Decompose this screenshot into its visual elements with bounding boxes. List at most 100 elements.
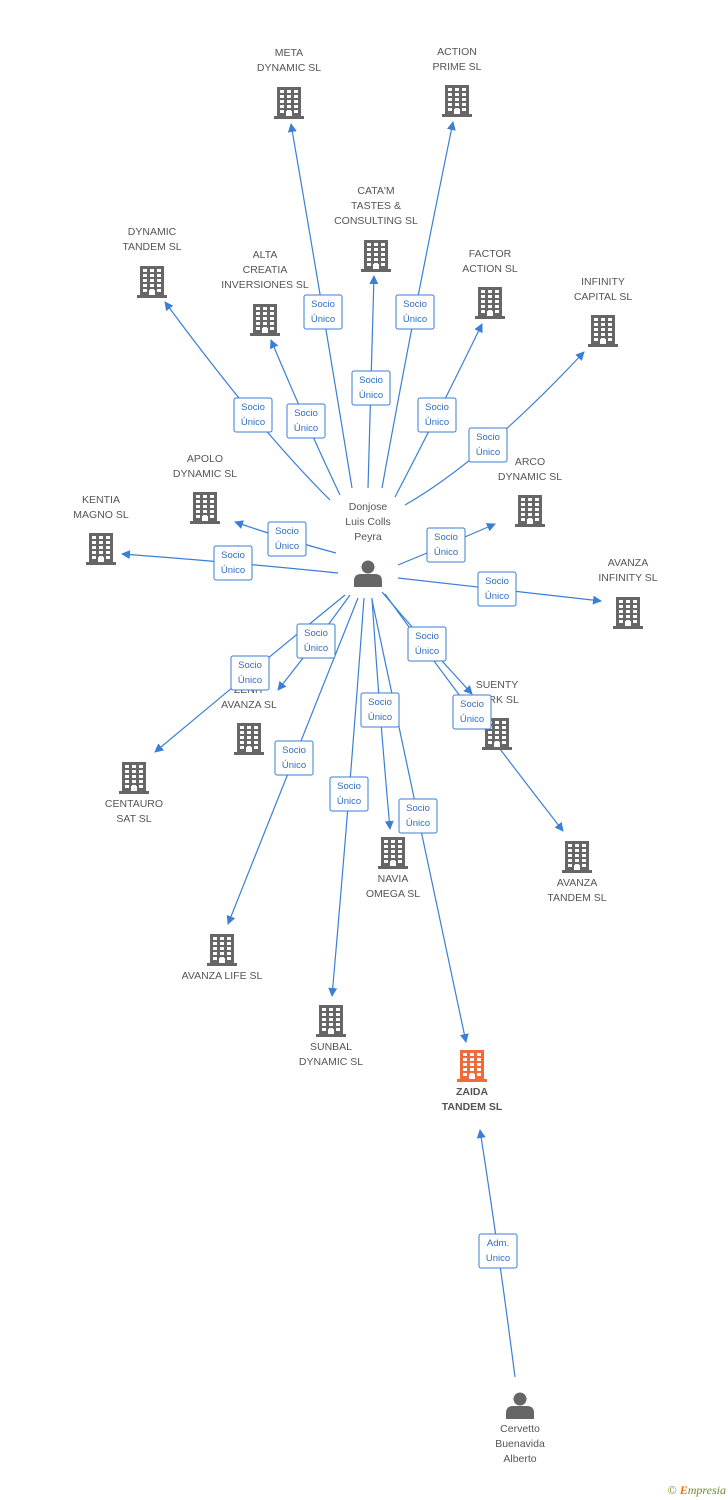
edge-label-line: Único (403, 314, 427, 325)
node-label-line: ALTA (253, 249, 278, 261)
edge-label-line: Único (221, 565, 245, 576)
node-label-line: PRIME SL (432, 61, 481, 73)
edge-label-line: Único (415, 646, 439, 657)
building-icon (86, 533, 116, 565)
edge-label-line: Socio (221, 550, 245, 561)
node-label-line: CENTAURO (105, 798, 163, 810)
node-label-line: Donjose (349, 501, 388, 513)
edge-label-box (417, 397, 457, 433)
person-icon (354, 560, 382, 587)
node-label-line: CATA'M (357, 185, 394, 197)
edge-label-line: Socio (311, 299, 335, 310)
edge-label-line: Único (425, 417, 449, 428)
node-label-line: DYNAMIC (128, 226, 177, 238)
edge-label-line: Socio (304, 628, 328, 639)
edge-label-line: Socio (294, 408, 318, 419)
node-label-line: DYNAMIC SL (257, 62, 321, 74)
edge-labels-layer: SocioÚnicoSocioÚnicoSocioÚnicoSocioÚnico… (213, 294, 518, 1269)
node-label-line: AVANZA LIFE SL (182, 970, 263, 982)
building-icon (274, 87, 304, 119)
edge-label-line: Único (304, 643, 328, 654)
edge-label-box (468, 427, 508, 463)
building-icon (207, 934, 237, 966)
edge-label-line: Único (311, 314, 335, 325)
node-label-line: CONSULTING SL (334, 215, 418, 227)
node-label-line: TANDEM SL (547, 892, 606, 904)
node-c-zenit[interactable]: ZENITAVANZA SL (221, 684, 277, 755)
node-label-line: ARCO (515, 456, 545, 468)
node-label-line: SUENTY (476, 679, 519, 691)
node-label-line: AVANZA SL (221, 699, 277, 711)
edge-label-line: Único (460, 714, 484, 725)
edge-label-line: Único (241, 417, 265, 428)
edge-label-box (230, 655, 270, 691)
edge-label-line: Socio (241, 402, 265, 413)
edge-label-box (233, 397, 273, 433)
edge-label[interactable]: Adm.Unico (478, 1233, 518, 1269)
edge-label-line: Socio (275, 526, 299, 537)
building-icon (234, 723, 264, 755)
edge-label-line: Unico (486, 1253, 510, 1264)
node-label-line: AVANZA (608, 557, 648, 569)
edges-layer (121, 121, 602, 1378)
building-icon (316, 1005, 346, 1037)
brand-name: mpresia (687, 1483, 726, 1497)
edge-label-line: Socio (485, 576, 509, 587)
edge-label-box (478, 1233, 518, 1269)
edge-label-box (395, 294, 435, 330)
node-label-line: Alberto (503, 1453, 536, 1465)
edge-label-box (329, 776, 369, 812)
building-icon (515, 495, 545, 527)
edge-label-box (407, 626, 447, 662)
node-c-avlife[interactable]: AVANZA LIFE SL (182, 934, 263, 982)
edge-label-box (398, 798, 438, 834)
edge-label-line: Único (434, 547, 458, 558)
node-label-line: NAVIA (378, 873, 409, 885)
edge-label-line: Único (275, 541, 299, 552)
edge-label-line: Socio (238, 660, 262, 671)
node-label-line: INVERSIONES SL (221, 279, 309, 291)
node-label-line: Luis Colls (345, 516, 391, 528)
node-label-line: Buenavida (495, 1438, 545, 1450)
edge-label-line: Único (368, 712, 392, 723)
node-label-line: TANDEM SL (442, 1101, 503, 1113)
